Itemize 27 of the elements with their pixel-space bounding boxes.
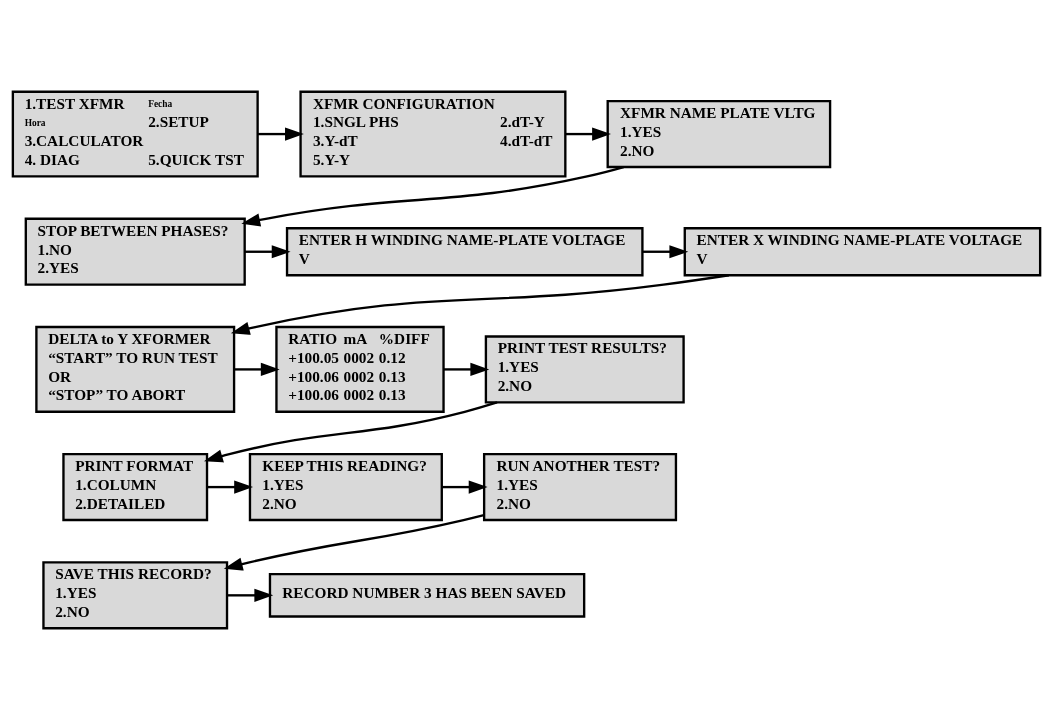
node-box: ENTER H WINDING NAME-PLATE VOLTAGE V <box>285 226 644 276</box>
arrow <box>642 244 689 258</box>
arrow <box>227 588 274 602</box>
arrow <box>230 273 730 335</box>
node-box: SAVE THIS RECORD? 1.YES 2.NO <box>42 560 229 629</box>
arrow <box>234 362 280 376</box>
arrow <box>244 244 291 258</box>
node-box: RECORD NUMBER 3 HAS BEEN SAVED <box>268 572 586 618</box>
node-box: DELTA to Y XFORMER “START” TO RUN TEST OR “STOP” TO ABORT <box>35 325 236 413</box>
node-box: 1.TEST XFMR Fecha Hora 2.SETUP 3.CALCULATOR 4. DIAG 5.QUICK TST <box>11 90 259 178</box>
arrow <box>441 480 488 494</box>
node-box: ENTER X WINDING NAME-PLATE VOLTAGE V <box>683 226 1042 276</box>
node-box: XFMR NAME PLATE VLTG 1.YES 2.NO <box>606 99 832 168</box>
node-box: RUN ANOTHER TEST? 1.YES 2.NO <box>482 452 678 521</box>
arrow <box>207 480 254 494</box>
node-box: RATIO mA %DIFF +100.05 0002 0.12 +100.06 0002 0.13 +100.06 0002 0.13 <box>275 325 445 413</box>
arrow <box>257 126 304 141</box>
node-box: STOP BETWEEN PHASES? 1.NO 2.YES <box>24 217 246 286</box>
node-box: PRINT TEST RESULTS? 1.YES 2.NO <box>484 334 685 404</box>
arrow <box>241 165 624 226</box>
arrow <box>203 400 498 462</box>
arrow <box>443 362 490 376</box>
node-box: KEEP THIS READING? 1.YES 2.NO <box>248 452 443 521</box>
node-box: PRINT FORMAT 1.COLUMN 2.DETAILED <box>62 452 209 521</box>
arrow <box>223 513 485 571</box>
node-box: XFMR CONFIGURATION 1.SNGL PHS 2.dT-Y 3.Y-dT 4.dT-dT 5.Y-Y <box>299 90 567 178</box>
arrow <box>565 126 611 141</box>
